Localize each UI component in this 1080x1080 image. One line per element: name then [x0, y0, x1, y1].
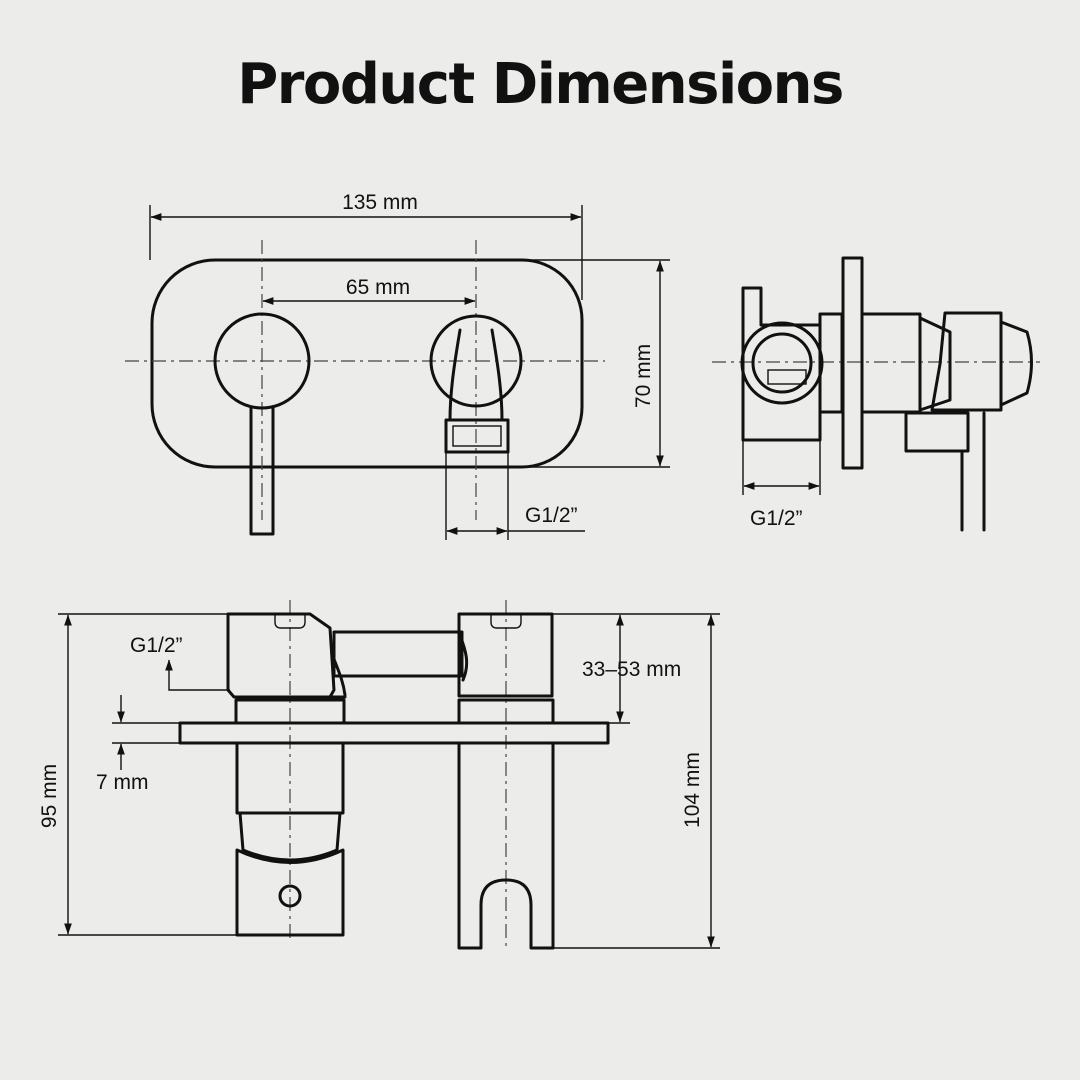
top-thread-label: G1/2” — [130, 634, 183, 657]
mixer-knob — [213, 312, 311, 410]
hose-connector — [904, 411, 970, 453]
inlet-leader — [165, 659, 230, 691]
inlet-ring — [740, 321, 824, 405]
left-depth-label: 95 mm — [38, 764, 61, 828]
valve-body — [741, 286, 822, 442]
inlet-ring-inner — [751, 332, 813, 394]
centers-label: 65 mm — [346, 276, 410, 299]
connecting-pipe — [332, 630, 464, 678]
front-view: 135 mm 65 mm 70 mm G1/2” — [125, 191, 670, 540]
page-title: Product Dimensions — [237, 52, 844, 117]
left-base — [235, 848, 345, 937]
outlet-neck — [490, 328, 504, 422]
side-thread-label: G1/2” — [750, 507, 803, 530]
handle-grip — [930, 311, 1003, 412]
wall-plate — [178, 721, 610, 745]
handle-head — [918, 316, 952, 412]
wall-plate — [841, 256, 864, 470]
head-slot — [490, 614, 522, 629]
diverter-knob — [429, 314, 523, 408]
faceplate-outline — [150, 258, 584, 469]
outlet-connector — [444, 418, 510, 454]
side-view: G1/2” — [712, 256, 1040, 532]
outlet-neck — [448, 328, 462, 422]
wall-depth-label: 33–53 mm — [582, 658, 681, 681]
handle-tip — [999, 320, 1033, 407]
shower-holder — [457, 741, 555, 950]
left-collar — [234, 698, 346, 725]
outlet-connector-inner — [452, 425, 502, 447]
head-shoulder — [457, 631, 469, 682]
top-view: G1/2” 33–53 mm 7 mm 95 mm 104 mm — [38, 600, 720, 950]
spindle — [860, 312, 922, 414]
fixing-hole — [278, 884, 302, 908]
plate-label: 7 mm — [96, 771, 149, 794]
left-cartridge-head — [226, 612, 336, 699]
inlet-slot — [767, 369, 807, 385]
right-depth-label: 104 mm — [681, 752, 704, 828]
width-label: 135 mm — [342, 191, 418, 214]
outlet-thread-label: G1/2” — [525, 504, 578, 527]
left-cap — [238, 811, 342, 862]
head-slot — [274, 614, 306, 629]
right-cartridge-head — [457, 612, 554, 698]
right-collar — [457, 698, 555, 725]
height-label: 70 mm — [632, 344, 655, 408]
mixer-lever — [249, 406, 275, 536]
